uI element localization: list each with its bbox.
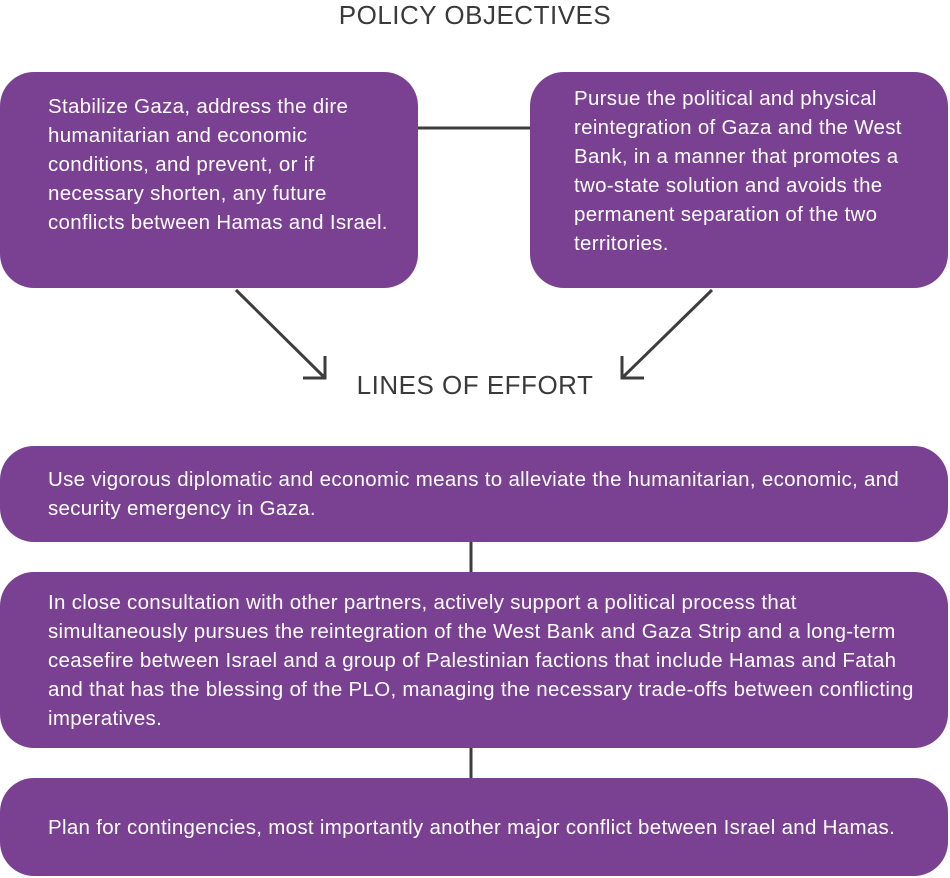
right-arrow-head bbox=[620, 356, 644, 380]
right-arrow-shaft bbox=[620, 288, 714, 380]
policy-objective-box-1: Stabilize Gaza, address the dire humanit… bbox=[0, 72, 418, 288]
line-of-effort-text-3: Plan for contingencies, most importantly… bbox=[48, 815, 896, 839]
line-of-effort-box-2: In close consultation with other partner… bbox=[0, 572, 948, 748]
line-of-effort-box-3: Plan for contingencies, most importantly… bbox=[0, 778, 948, 876]
lines-of-effort-title: LINES OF EFFORT bbox=[356, 370, 594, 400]
left-arrow-shaft bbox=[234, 288, 327, 380]
policy-objective-box-2: Pursue the political and physical reinte… bbox=[530, 72, 948, 288]
line-of-effort-box-1: Use vigorous diplomatic and economic mea… bbox=[0, 446, 948, 542]
line-of-effort-text-1: Use vigorous diplomatic and economic mea… bbox=[48, 468, 900, 520]
policy-objectives-title: POLICY OBJECTIVES bbox=[338, 0, 612, 30]
left-arrow-head bbox=[303, 356, 327, 380]
line-of-effort-text-2: In close consultation with other partner… bbox=[48, 590, 914, 730]
